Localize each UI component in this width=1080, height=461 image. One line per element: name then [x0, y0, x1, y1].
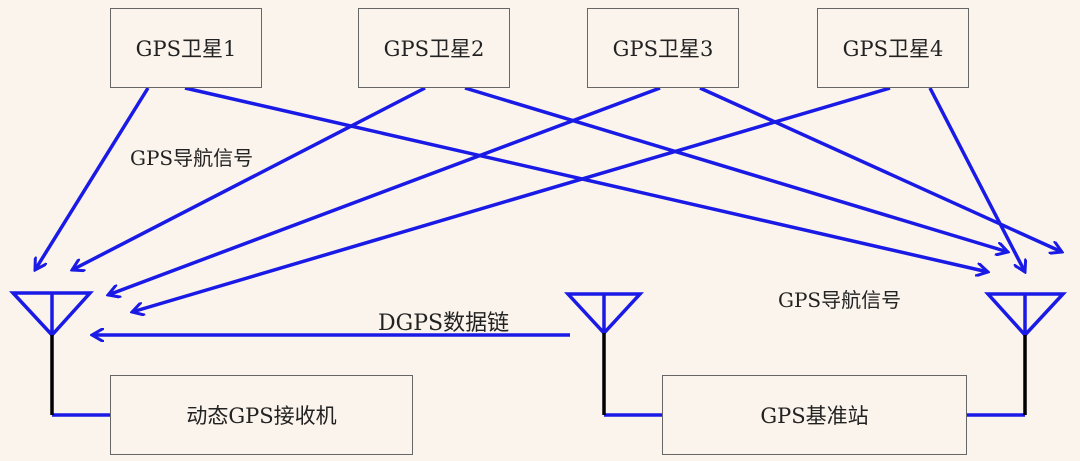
- satellite-1: GPS卫星1: [110, 8, 262, 88]
- signal-sat4-receiver: [132, 86, 891, 312]
- dynamic-receiver: 动态GPS接收机: [110, 375, 413, 455]
- signal-sat3-receiver: [108, 86, 661, 295]
- relay-antenna: [564, 292, 644, 336]
- nav-signal-label-left: GPS导航信号: [130, 146, 254, 170]
- satellite-2: GPS卫星2: [358, 8, 510, 88]
- signal-sat2-receiver: [72, 86, 426, 270]
- nav-signal-label-right: GPS导航信号: [778, 288, 902, 312]
- dgps-link-label: DGPS数据链: [378, 311, 510, 336]
- satellite-4: GPS卫星4: [817, 8, 969, 88]
- signal-sat1-receiver: [35, 87, 150, 270]
- signal-sat3-base: [699, 86, 1062, 252]
- signal-sat4-base: [928, 87, 1025, 272]
- receiver-antenna: [8, 291, 94, 338]
- signal-sat1-base: [184, 86, 988, 272]
- signal-sat2-base: [464, 86, 1008, 252]
- satellite-3: GPS卫星3: [587, 8, 739, 88]
- base-station: GPS基准站: [662, 375, 967, 455]
- base-antenna: [984, 292, 1068, 338]
